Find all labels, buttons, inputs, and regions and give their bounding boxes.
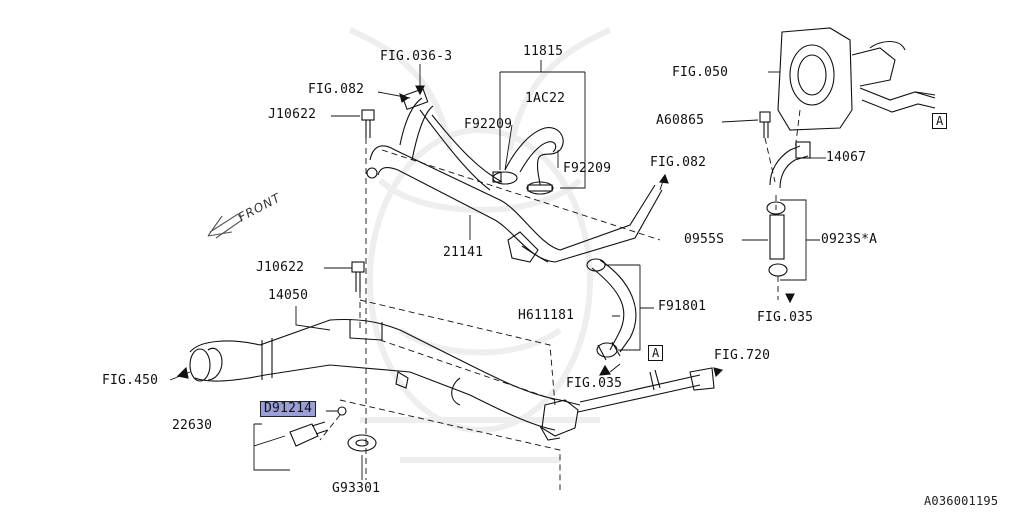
callout-21141[interactable]: 21141 bbox=[443, 245, 484, 260]
hose-1ac22[interactable] bbox=[504, 127, 564, 186]
guide-lines bbox=[319, 109, 801, 490]
callout-f91801[interactable]: F91801 bbox=[658, 299, 707, 314]
coolant-pipe-14050[interactable] bbox=[189, 318, 715, 441]
ref-marker-a-lower: A bbox=[648, 345, 664, 361]
arrow-fig035-lower bbox=[599, 364, 611, 376]
callout-g93301[interactable]: G93301 bbox=[332, 481, 381, 496]
front-arrow-icon bbox=[207, 213, 243, 239]
diagram-id: A036001195 bbox=[924, 494, 999, 508]
callout-j10622-lower[interactable]: J10622 bbox=[256, 260, 305, 275]
callout-0923s-a[interactable]: 0923S*A bbox=[821, 232, 878, 247]
coolant-pipe-21141[interactable] bbox=[366, 87, 663, 263]
ref-marker-a-upper: A bbox=[932, 113, 948, 129]
watermark-emblem bbox=[348, 27, 612, 463]
hose-h611181[interactable] bbox=[586, 258, 637, 361]
hose-0955s[interactable] bbox=[766, 201, 788, 277]
throttle-body[interactable] bbox=[777, 27, 936, 131]
clamp-f92209-right[interactable] bbox=[526, 181, 554, 195]
callout-14067[interactable]: 14067 bbox=[826, 150, 867, 165]
bolt-a60865[interactable] bbox=[759, 111, 771, 138]
callout-f92209-left[interactable]: F92209 bbox=[464, 117, 513, 132]
leader-lines bbox=[169, 60, 936, 480]
temperature-sensor-22630[interactable] bbox=[289, 421, 329, 447]
callout-a60865[interactable]: A60865 bbox=[656, 113, 705, 128]
arrow-fig450 bbox=[176, 366, 189, 379]
callout-fig036[interactable]: FIG.036-3 bbox=[380, 49, 453, 64]
bolt-j10622-upper[interactable] bbox=[361, 109, 375, 138]
callout-j10622-upper[interactable]: J10622 bbox=[268, 107, 317, 122]
callout-1ac22[interactable]: 1AC22 bbox=[525, 91, 566, 106]
arrow-fig036 bbox=[415, 85, 425, 96]
callout-fig450[interactable]: FIG.450 bbox=[102, 373, 159, 388]
callout-d91214-highlighted[interactable]: D91214 bbox=[260, 401, 317, 417]
callout-22630[interactable]: 22630 bbox=[172, 418, 213, 433]
washer-g93301[interactable] bbox=[347, 434, 377, 452]
clamp-f92209-left[interactable] bbox=[492, 171, 518, 185]
callout-fig035-right[interactable]: FIG.035 bbox=[757, 310, 814, 325]
arrow-fig035-right bbox=[785, 293, 795, 304]
gasket-d91214[interactable] bbox=[337, 406, 347, 416]
callout-h611181[interactable]: H611181 bbox=[518, 308, 575, 323]
callout-14050[interactable]: 14050 bbox=[268, 288, 309, 303]
callout-f92209-right[interactable]: F92209 bbox=[563, 161, 612, 176]
arrow-fig082-right bbox=[659, 173, 669, 184]
callout-0955s[interactable]: 0955S bbox=[684, 232, 725, 247]
arrow-fig720 bbox=[713, 367, 724, 378]
arrow-fig082-left bbox=[399, 92, 410, 103]
callout-fig082-left[interactable]: FIG.082 bbox=[308, 82, 365, 97]
hose-14067[interactable] bbox=[769, 141, 811, 189]
bolt-j10622-lower[interactable] bbox=[351, 261, 365, 292]
callout-fig082-right[interactable]: FIG.082 bbox=[650, 155, 707, 170]
callout-fig720[interactable]: FIG.720 bbox=[714, 348, 771, 363]
callout-fig035-lower[interactable]: FIG.035 bbox=[566, 376, 623, 391]
callout-fig050[interactable]: FIG.050 bbox=[672, 65, 729, 80]
callout-11815[interactable]: 11815 bbox=[523, 44, 564, 59]
